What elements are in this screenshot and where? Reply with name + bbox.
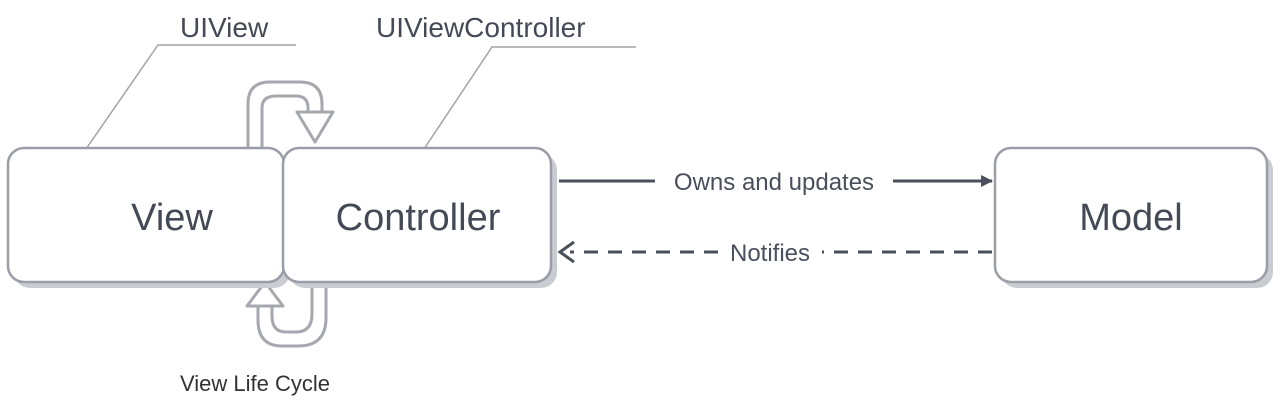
controller-node: Controller	[281, 146, 557, 288]
uiview-callout-label: UIView	[180, 12, 269, 43]
view-life-cycle-caption: View Life Cycle	[180, 371, 330, 396]
controller-node-label: Controller	[336, 197, 501, 239]
model-node: Model	[993, 146, 1273, 288]
owns-and-updates-edge: Owns and updates	[559, 169, 993, 196]
uiviewcontroller-leader-line	[423, 46, 636, 150]
lifecycle-arrow-bottom-icon	[245, 280, 328, 348]
view-node: View	[6, 146, 290, 288]
model-node-label: Model	[1079, 197, 1183, 239]
owns-and-updates-label: Owns and updates	[674, 169, 874, 196]
lifecycle-arrow-top-icon	[246, 80, 335, 149]
view-node-label: View	[131, 197, 213, 239]
uiview-callout: UIView	[85, 12, 296, 150]
notifies-label: Notifies	[730, 240, 810, 267]
uiview-leader-line	[85, 44, 296, 150]
notifies-edge: Notifies	[557, 240, 992, 267]
uiviewcontroller-callout-label: UIViewController	[376, 12, 586, 43]
uiviewcontroller-callout: UIViewController	[376, 12, 636, 150]
